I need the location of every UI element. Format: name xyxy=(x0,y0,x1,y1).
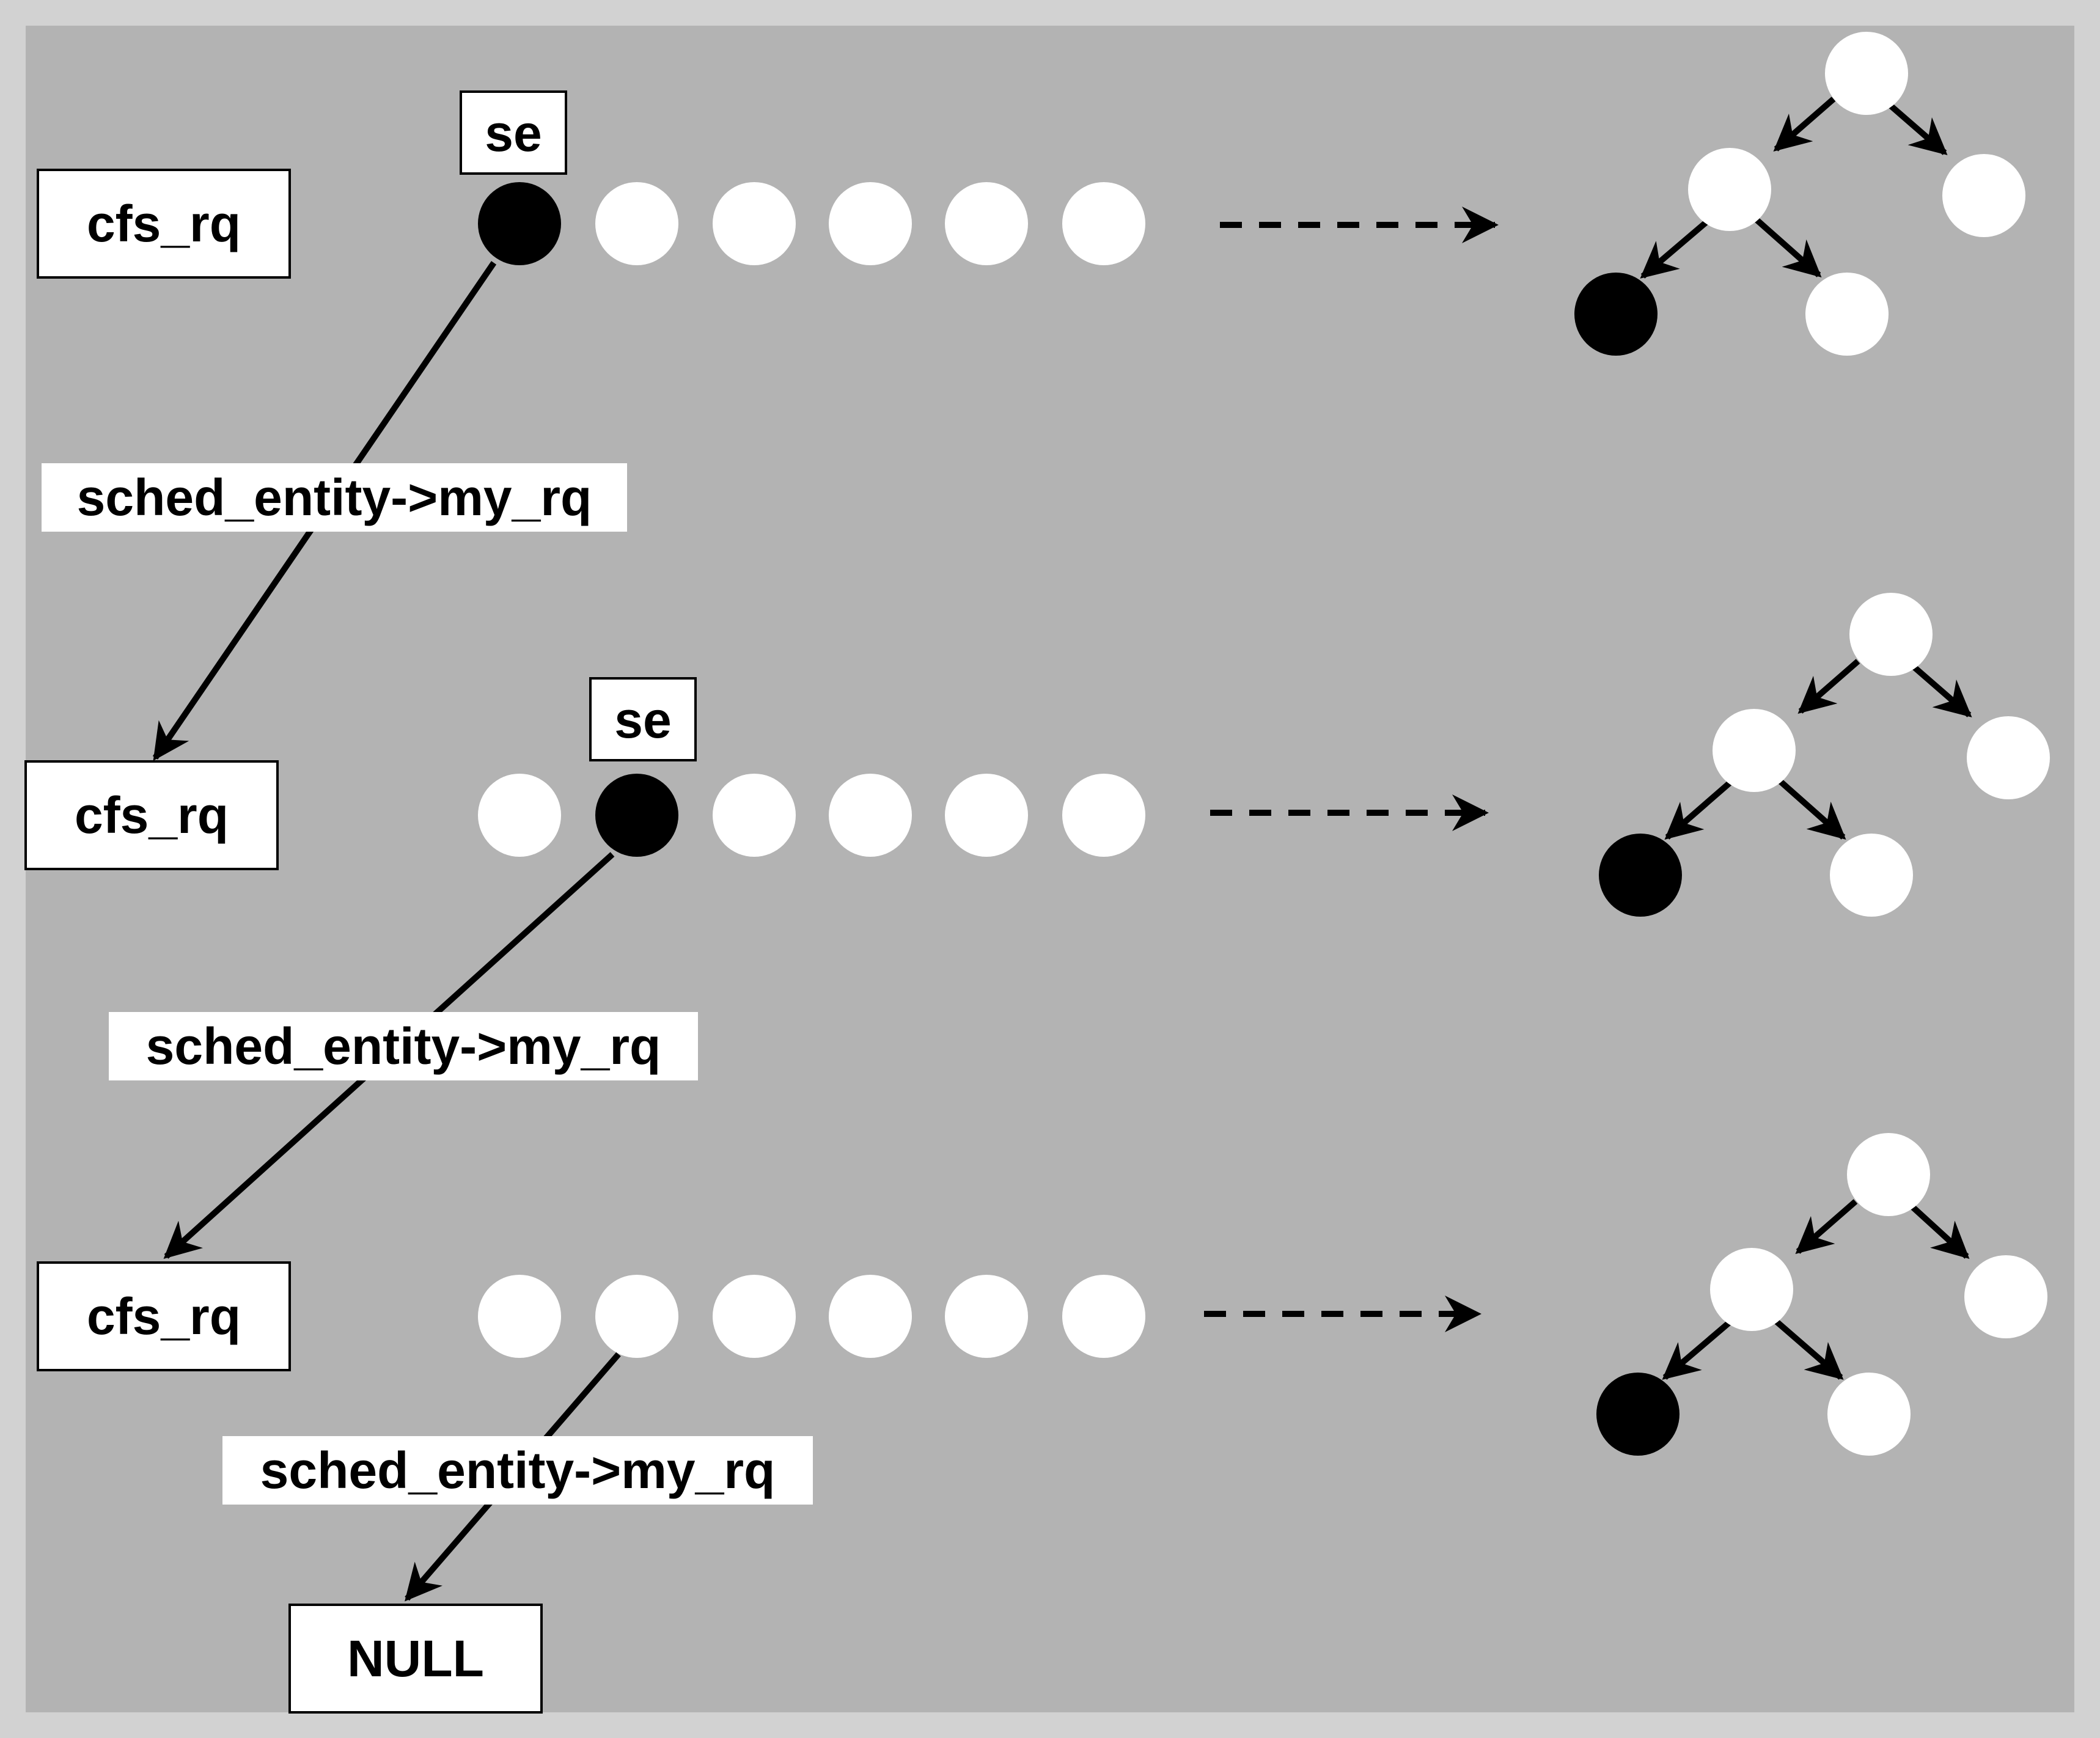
queue-node xyxy=(945,182,1028,265)
rb-tree xyxy=(1596,1133,2047,1456)
queue-node xyxy=(713,182,796,265)
cfs-rq-box: cfs_rq xyxy=(24,760,279,870)
queue-node-selected xyxy=(595,774,678,857)
tree-node-right xyxy=(1942,154,2025,237)
queue-node xyxy=(945,774,1028,857)
link-label-text: sched_entity->my_rq xyxy=(260,1442,776,1499)
queue-node xyxy=(713,774,796,857)
queue-node xyxy=(829,774,912,857)
link-label: sched_entity->my_rq xyxy=(222,1436,813,1505)
link-label-text: sched_entity->my_rq xyxy=(77,469,592,526)
run-queue xyxy=(478,1275,1145,1358)
link-label-text: sched_entity->my_rq xyxy=(146,1018,661,1075)
queue-node xyxy=(829,182,912,265)
tree-node-right xyxy=(1964,1255,2047,1338)
se-label: se xyxy=(485,105,542,162)
tree-node-root xyxy=(1825,32,1908,115)
run-queue xyxy=(478,182,1145,265)
tree-node-left-right xyxy=(1827,1373,1911,1456)
cfs-rq-label: cfs_rq xyxy=(75,787,229,844)
null-label: NULL xyxy=(347,1630,484,1687)
tree-node-left xyxy=(1713,709,1796,792)
level-2: cfs_rq sched_entity->my_rq xyxy=(37,1133,2047,1714)
se-box: se xyxy=(460,90,567,175)
se-label: se xyxy=(614,691,671,749)
cfs-rq-box: cfs_rq xyxy=(37,169,291,279)
queue-node xyxy=(1062,774,1145,857)
queue-node xyxy=(713,1275,796,1358)
tree-node-left-right xyxy=(1830,834,1913,917)
tree-node-left xyxy=(1710,1248,1793,1331)
rb-tree xyxy=(1574,32,2025,356)
diagram-canvas xyxy=(26,26,2074,1712)
cfs-rq-box: cfs_rq xyxy=(37,1261,291,1371)
queue-node xyxy=(829,1275,912,1358)
rb-tree xyxy=(1599,593,2050,917)
tree-node-selected xyxy=(1596,1373,1680,1456)
link-label: sched_entity->my_rq xyxy=(42,463,627,532)
queue-node xyxy=(478,1275,561,1358)
tree-node-root xyxy=(1847,1133,1930,1216)
tree-node-left-right xyxy=(1805,273,1889,356)
queue-node xyxy=(1062,182,1145,265)
tree-node-root xyxy=(1849,593,1933,676)
queue-node xyxy=(595,182,678,265)
tree-node-selected xyxy=(1574,273,1658,356)
tree-node-right xyxy=(1967,716,2050,799)
cfs-rq-label: cfs_rq xyxy=(87,195,241,252)
link-label: sched_entity->my_rq xyxy=(109,1012,698,1080)
tree-node-selected xyxy=(1599,834,1682,917)
queue-node xyxy=(478,774,561,857)
level-0: cfs_rq se xyxy=(37,32,2025,761)
cfs-rq-label: cfs_rq xyxy=(87,1288,241,1345)
se-box: se xyxy=(589,677,697,761)
queue-node-selected xyxy=(478,182,561,265)
tree-node-left xyxy=(1688,148,1771,231)
queue-node xyxy=(945,1275,1028,1358)
level-1: cfs_rq se sche xyxy=(24,593,2050,1260)
run-queue xyxy=(478,774,1145,857)
null-box: NULL xyxy=(288,1604,543,1714)
queue-node xyxy=(1062,1275,1145,1358)
queue-node xyxy=(595,1275,678,1358)
